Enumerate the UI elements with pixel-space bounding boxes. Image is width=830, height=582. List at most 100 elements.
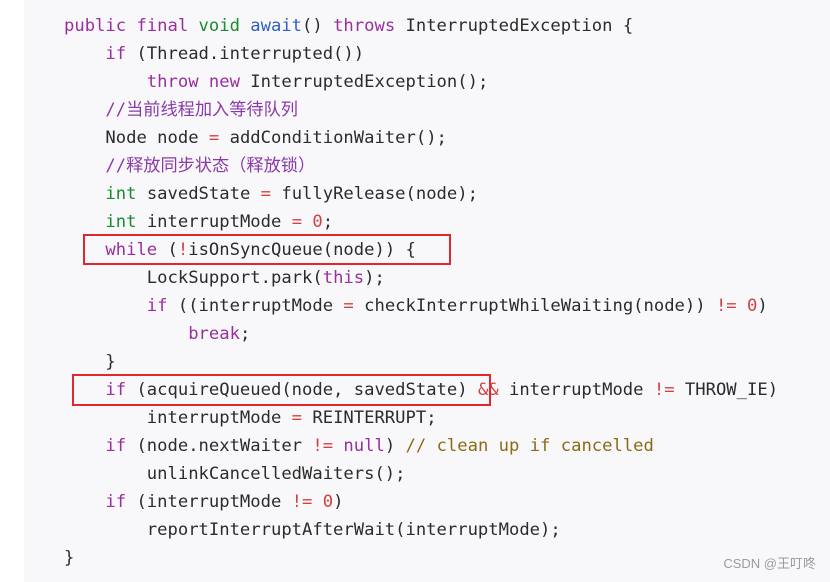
code-token-plain: () [302, 16, 334, 36]
code-token-method: await [250, 16, 303, 36]
code-token-plain: ) [333, 492, 344, 512]
code-line: unlinkCancelledWaiters(); [64, 460, 778, 488]
code-token-plain [64, 436, 105, 456]
code-token-keyword: if [105, 380, 137, 400]
code-token-plain: InterruptedException(); [250, 72, 489, 92]
code-line: Node node = addConditionWaiter(); [64, 124, 778, 152]
code-token-plain: REINTERRUPT; [312, 408, 437, 428]
code-token-operator: = [343, 296, 365, 316]
code-token-operator: = [208, 128, 230, 148]
code-token-plain [64, 44, 105, 64]
code-line: } [64, 544, 778, 572]
code-token-keyword: break [188, 324, 240, 344]
code-token-plain: (node.nextWaiter [136, 436, 313, 456]
code-token-plain [64, 72, 147, 92]
code-token-plain: ); [364, 268, 385, 288]
code-token-plain: isOnSyncQueue(node)) { [188, 240, 416, 260]
code-token-plain: savedState [146, 184, 261, 204]
code-token-plain: } [64, 548, 75, 568]
code-token-keyword: final [136, 16, 199, 36]
code-panel: public final void await() throws Interru… [24, 0, 830, 582]
code-token-operator: = [260, 184, 282, 204]
code-token-keyword: if [105, 44, 137, 64]
code-token-plain [64, 268, 147, 288]
code-token-plain [64, 408, 147, 428]
code-token-number: 0 [312, 212, 323, 232]
code-line: //当前线程加入等待队列 [64, 96, 778, 124]
code-token-plain [64, 184, 105, 204]
code-token-plain: THROW_IE) [684, 380, 779, 400]
code-token-plain: (interruptMode [136, 492, 292, 512]
code-token-plain [64, 492, 105, 512]
code-token-comment-cn: //当前线程加入等待队列 [105, 100, 298, 120]
code-token-keyword: while [105, 240, 168, 260]
code-token-operator: != [312, 436, 344, 456]
code-token-keyword: throw [146, 72, 209, 92]
code-line: int interruptMode = 0; [64, 208, 778, 236]
code-token-keyword: if [146, 296, 178, 316]
code-token-keyword: if [105, 436, 137, 456]
code-token-type: int [105, 184, 147, 204]
code-token-plain: ; [239, 324, 251, 344]
code-token-plain [64, 324, 188, 344]
code-line: if (acquireQueued(node, savedState) && i… [64, 376, 778, 404]
code-token-number: 0 [747, 296, 758, 316]
code-token-type: int [105, 212, 147, 232]
code-token-keyword: null [343, 436, 385, 456]
code-token-plain: Node node [105, 128, 209, 148]
code-token-comment-en: // clean up if cancelled [405, 436, 654, 456]
code-token-plain [64, 296, 147, 316]
code-token-plain: (acquireQueued(node, savedState) [136, 380, 478, 400]
code-token-operator: = [291, 408, 313, 428]
code-token-plain [64, 156, 105, 176]
code-token-plain: unlinkCancelledWaiters(); [146, 464, 406, 484]
code-token-plain: interruptMode [508, 380, 654, 400]
code-token-plain [64, 520, 147, 540]
code-token-keyword: new [208, 72, 251, 92]
code-token-plain [64, 100, 105, 120]
code-token-plain: ) [757, 296, 768, 316]
code-line: reportInterruptAfterWait(interruptMode); [64, 516, 778, 544]
code-line: throw new InterruptedException(); [64, 68, 778, 96]
code-token-operator: ! [177, 240, 189, 260]
code-token-operator: != [653, 380, 685, 400]
code-token-operator: = [291, 212, 313, 232]
code-token-comment-cn: //释放同步状态（释放锁） [105, 156, 316, 176]
code-token-plain: (Thread.interrupted()) [136, 44, 365, 64]
code-token-plain: } [64, 352, 116, 372]
code-token-plain [64, 128, 105, 148]
code-token-plain: interruptMode [146, 212, 292, 232]
code-line: if (Thread.interrupted()) [64, 40, 778, 68]
code-token-type: void [198, 16, 251, 36]
code-token-plain: ) [384, 436, 406, 456]
code-token-plain [64, 464, 147, 484]
code-token-plain [64, 240, 105, 260]
code-token-plain: fullyRelease(node); [281, 184, 478, 204]
code-line: } [64, 348, 778, 376]
code-line: break; [64, 320, 778, 348]
code-line: int savedState = fullyRelease(node); [64, 180, 778, 208]
code-token-plain: ( [167, 240, 178, 260]
code-token-plain: checkInterruptWhileWaiting(node)) [364, 296, 716, 316]
code-line: LockSupport.park(this); [64, 264, 778, 292]
code-line: interruptMode = REINTERRUPT; [64, 404, 778, 432]
code-line: if ((interruptMode = checkInterruptWhile… [64, 292, 778, 320]
code-token-plain: InterruptedException { [405, 16, 634, 36]
code-line: if (node.nextWaiter != null) // clean up… [64, 432, 778, 460]
code-token-keyword: if [105, 492, 137, 512]
code-line: while (!isOnSyncQueue(node)) { [64, 236, 778, 264]
code-line: if (interruptMode != 0) [64, 488, 778, 516]
code-line: //释放同步状态（释放锁） [64, 152, 778, 180]
code-token-keyword: this [322, 268, 365, 288]
code-token-plain: ((interruptMode [177, 296, 344, 316]
code-token-plain: interruptMode [146, 408, 292, 428]
code-token-plain: reportInterruptAfterWait(interruptMode); [146, 520, 561, 540]
code-token-plain [64, 380, 105, 400]
code-line: public final void await() throws Interru… [64, 12, 778, 40]
code-block: public final void await() throws Interru… [64, 12, 778, 572]
code-token-keyword: throws [333, 16, 406, 36]
code-token-number: 0 [322, 492, 334, 512]
code-token-keyword: public [64, 16, 137, 36]
code-token-plain: addConditionWaiter(); [229, 128, 447, 148]
watermark: CSDN @王叮咚 [723, 556, 816, 571]
